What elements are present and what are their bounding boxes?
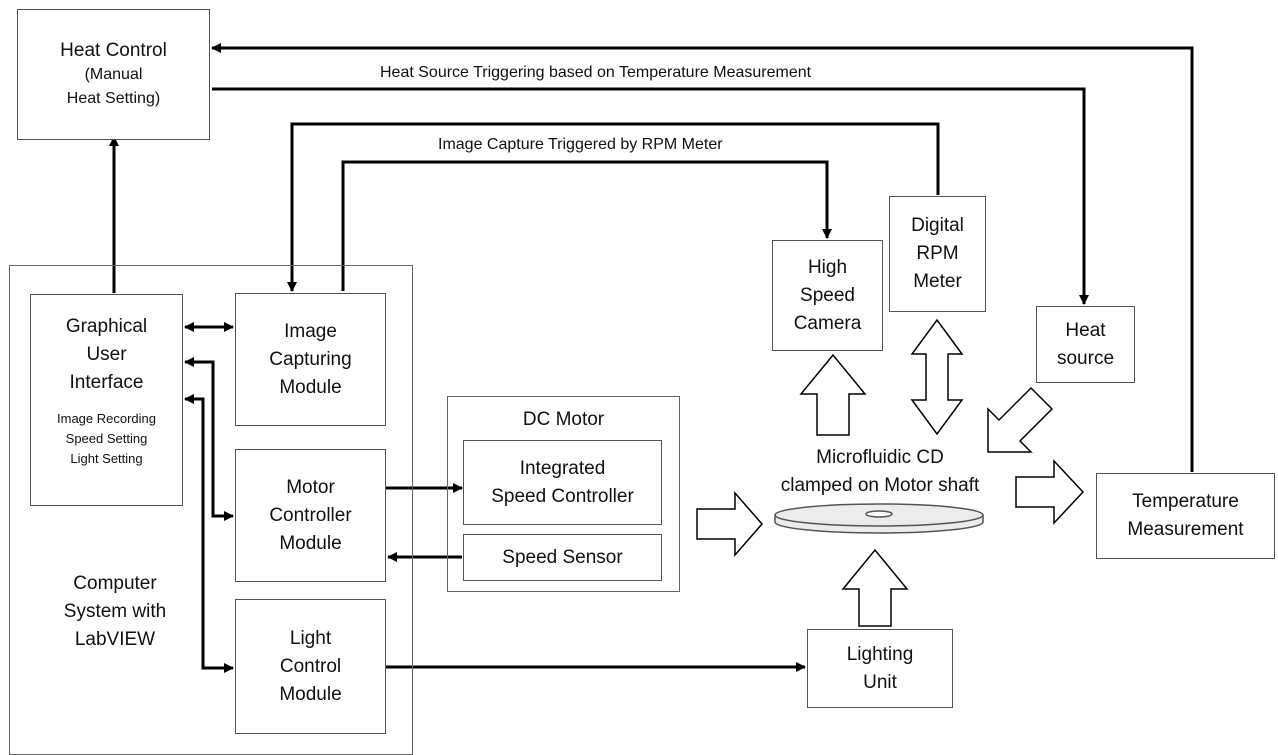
- gui-label-3: Interface: [69, 372, 144, 393]
- high-speed-camera-box: High Speed Camera: [772, 240, 883, 351]
- temperature-measurement-box: Temperature Measurement: [1096, 473, 1275, 559]
- temperature-label-1: Temperature: [1132, 491, 1239, 512]
- camera-label-2: Speed: [800, 284, 855, 306]
- image-module-label-3: Module: [279, 376, 342, 398]
- cd-label-2: clamped on Motor shaft: [780, 475, 980, 496]
- gui-feature-light-setting: Light Setting: [70, 451, 143, 466]
- image-module-label-2: Capturing: [269, 348, 352, 370]
- heat-control-title: Heat Control: [60, 39, 167, 61]
- heat-control-subtitle-1: (Manual: [84, 65, 143, 83]
- heat-control-subtitle-2: Heat Setting): [66, 89, 161, 107]
- lighting-unit-box: Lighting Unit: [807, 629, 953, 708]
- cd-label-1: Microfluidic CD: [816, 447, 944, 468]
- gui-label-1: Graphical: [65, 316, 148, 337]
- light-control-module-box: Light Control Module: [235, 599, 386, 734]
- gui-box: Graphical User Interface Image Recording…: [30, 294, 183, 506]
- light-module-label-1: Light: [289, 627, 332, 649]
- image-capturing-module-box: Image Capturing Module: [235, 293, 386, 426]
- motor-module-label-2: Controller: [269, 504, 352, 526]
- speed-sensor-box: Speed Sensor: [463, 534, 662, 581]
- heat-source-label-1: Heat: [1065, 319, 1106, 341]
- camera-label-1: High: [807, 256, 848, 278]
- dc-motor-container: [447, 396, 680, 592]
- rpm-meter-to-image-module-arrow: [287, 122, 940, 292]
- heat-control-to-heat-source-arrow: [212, 87, 1089, 305]
- gui-feature-speed-setting: Speed Setting: [65, 431, 148, 446]
- light-module-label-2: Control: [279, 655, 342, 677]
- gui-label-2: User: [86, 344, 127, 365]
- motor-controller-module-box: Motor Controller Module: [235, 449, 386, 582]
- digital-rpm-meter-box: Digital RPM Meter: [889, 196, 986, 312]
- speed-controller-label-2: Speed Controller: [491, 485, 634, 507]
- rpm-meter-label-1: Digital: [911, 215, 964, 236]
- speed-controller-box: Integrated Speed Controller: [463, 440, 662, 525]
- temperature-to-heat-control-arrow: [211, 43, 1194, 472]
- rpm-cd-double-hollow-arrow: [910, 318, 964, 436]
- computer-system-label-2: System with: [63, 601, 167, 622]
- heat-source-box: Heat source: [1036, 306, 1135, 383]
- lighting-label-1: Lighting: [846, 643, 914, 665]
- dc-motor-title: DC Motor: [522, 409, 605, 430]
- camera-label-3: Camera: [793, 312, 862, 334]
- heat-control-box: Heat Control (Manual Heat Setting): [17, 9, 210, 140]
- lighting-to-cd-hollow-arrow: [841, 548, 909, 627]
- motor-to-cd-hollow-arrow: [696, 490, 763, 558]
- cd-to-temperature-hollow-arrow: [1015, 459, 1085, 525]
- lighting-label-2: Unit: [863, 671, 897, 693]
- gui-light-module-arrow: [184, 394, 234, 673]
- computer-system-label: Computer System with LabVIEW: [40, 570, 190, 654]
- heat-source-to-cd-hollow-arrow: [987, 386, 1054, 453]
- heat-trigger-label: Heat Source Triggering based on Temperat…: [380, 64, 812, 81]
- light-module-label-3: Module: [279, 683, 342, 705]
- motor-module-label-1: Motor: [286, 476, 335, 498]
- rpm-meter-label-2: RPM: [916, 243, 959, 264]
- cd-disc: [774, 503, 984, 534]
- speed-controller-label-1: Integrated: [519, 457, 606, 479]
- speed-sensor-label: Speed Sensor: [502, 546, 623, 568]
- trigger-to-camera-arrow: [341, 160, 832, 291]
- computer-system-label-3: LabVIEW: [74, 629, 156, 650]
- rpm-meter-label-3: Meter: [913, 271, 962, 292]
- gui-feature-image-recording: Image Recording: [57, 411, 156, 426]
- image-trigger-label: Image Capture Triggered by RPM Meter: [438, 136, 723, 153]
- motor-module-label-3: Module: [279, 532, 342, 554]
- image-module-label-1: Image: [284, 320, 337, 342]
- cd-to-camera-hollow-arrow: [799, 353, 867, 436]
- temperature-label-2: Measurement: [1127, 519, 1244, 540]
- computer-system-label-1: Computer: [73, 573, 157, 594]
- heat-source-label-2: source: [1056, 347, 1115, 369]
- microfluidic-cd-label: Microfluidic CD clamped on Motor shaft: [740, 444, 1020, 500]
